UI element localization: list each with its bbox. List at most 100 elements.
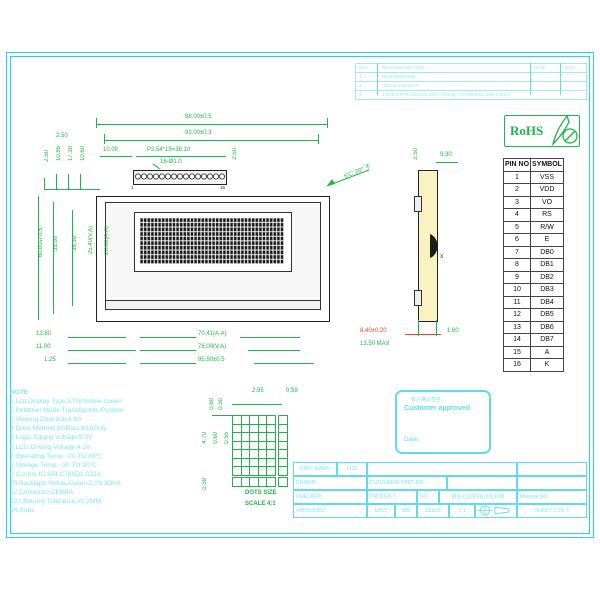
title-product-label: PRODUCT — [367, 490, 417, 504]
dim-line — [436, 162, 458, 163]
pin-no: 6 — [503, 233, 531, 247]
pin-no: 15 — [503, 345, 531, 359]
revision-row: 3 1.PCB 2.FPC 3.BACKLIGHT Change A:STN/V… — [355, 90, 587, 100]
revision-sep-3 — [560, 63, 561, 95]
checked-label-text: CHECKED: — [296, 494, 323, 500]
dim-left-2-50: 2.50 — [44, 150, 50, 162]
dim-dots-h-small: 0.50 — [218, 398, 224, 410]
dots-row — [278, 457, 288, 467]
title-topright-blank — [517, 462, 587, 476]
note-item: 12.Connector:ZEBRA — [10, 489, 74, 497]
dots-detail-side-column — [278, 415, 288, 476]
pin-symbol: DB0 — [530, 245, 564, 259]
title-checked[interactable]: CHECKED: — [293, 490, 367, 504]
view-direction-arrow-icon — [326, 169, 370, 187]
pin-symbol: R/W — [530, 220, 564, 234]
title-approved[interactable]: APPROVED: — [293, 504, 367, 518]
pin-no: 16 — [503, 358, 531, 372]
side-connector-bulge — [430, 234, 438, 258]
dot-cell — [232, 449, 242, 459]
pin-holes-group — [135, 173, 225, 180]
pin-symbol: K — [530, 358, 564, 372]
pin-symbol: DB2 — [530, 270, 564, 284]
dots-row — [232, 423, 276, 433]
title-part-name-label: PART NAME — [293, 462, 337, 476]
title-customer-part-value[interactable] — [447, 476, 517, 490]
revision-header-row: REV REVISION RECORD DATE SIGN — [355, 63, 587, 72]
note-item: 1.Lcd Display Type:STN/Yellow-Green — [10, 398, 122, 406]
dim-line — [248, 350, 300, 351]
pin-symbol: RS — [530, 208, 564, 222]
pin-no: 4 — [503, 208, 531, 222]
dim-offset-left: 10.00 — [103, 147, 119, 153]
dim-bottom-overall: 95.50±0.5 — [198, 357, 225, 363]
dots-row — [278, 477, 288, 487]
dot-cell — [278, 477, 288, 487]
pin-symbol: DB6 — [530, 320, 564, 334]
title-material-no: Material NO. — [517, 490, 587, 504]
pin-symbol: DB7 — [530, 333, 564, 347]
product-value-text: RY-C2004LYILYW — [451, 493, 505, 501]
dot-cell — [257, 415, 267, 425]
revision-record: NEW RELEASE — [382, 74, 415, 79]
dim-bottom-aa: 70.41(A.A) — [198, 331, 227, 337]
dot-cell — [257, 477, 267, 487]
revision-sep-1 — [377, 63, 378, 95]
pin-no: 14 — [503, 333, 531, 347]
customer-approval-date: Date: — [404, 436, 420, 443]
dot-cell — [249, 449, 259, 459]
ext-line — [418, 320, 419, 336]
note-item: 2.Polarzier Mode:Transflective,Positive — [10, 407, 124, 415]
dot-cell — [278, 457, 288, 467]
revision-rev: 1 — [359, 74, 362, 79]
dot-cell — [232, 415, 242, 425]
dim-side-width: 9.30 — [440, 152, 452, 158]
approved-label-text: APPROVED: — [296, 508, 327, 514]
pin-symbol: DB5 — [530, 308, 564, 322]
ext-line-vertical — [38, 196, 39, 320]
dots-row — [232, 415, 276, 425]
dim-line — [212, 415, 232, 416]
dim-line — [232, 404, 282, 405]
dots-row — [278, 440, 288, 450]
scale-label-text: SCALE — [424, 508, 442, 514]
title-drawn[interactable]: DRAWN: — [293, 476, 367, 490]
dot-cell — [240, 440, 250, 450]
dot-cell — [232, 466, 242, 476]
pin-symbol: DB4 — [530, 295, 564, 309]
unit-value-text: MM — [401, 508, 411, 514]
revision-col-rev: REV — [359, 65, 369, 70]
pin-table-header: PIN NO SYMBOL — [503, 158, 564, 172]
dim-holes: 16-Ø1.0 — [160, 159, 182, 165]
ext-line — [68, 174, 69, 190]
dots-scale: SCALE 4:1 — [245, 501, 276, 507]
dot-cell — [266, 415, 276, 425]
note-item: 3.Viewing Direction:6:00 — [10, 416, 81, 424]
drawn-label-text: DRAWN: — [296, 480, 317, 486]
dim-line-pitch — [136, 156, 226, 157]
title-scale-label: SCALE — [417, 504, 449, 518]
note-item: 4.Drive Method:1/5Bias,1/16Duty — [10, 425, 107, 433]
dot-cell — [266, 477, 276, 487]
pin-symbol: A — [530, 345, 564, 359]
customer-approval-box[interactable]: 客户确认签名 Customer approved Date: — [395, 390, 491, 454]
revision-row: 1 NEW RELEASE — [355, 72, 587, 81]
title-right-blank-1 — [517, 476, 587, 490]
dot-cell — [257, 423, 267, 433]
scale-value-text: 1:1 — [458, 508, 466, 514]
ext-line-vertical — [72, 210, 73, 306]
dim-line — [68, 363, 126, 364]
dot-cell — [249, 440, 259, 450]
pin-no: 5 — [503, 220, 531, 234]
ext-line-vertical — [53, 202, 54, 314]
dots-row — [232, 440, 276, 450]
dot-cell — [266, 449, 276, 459]
dim-height-aa: 20.00(A.A) — [104, 226, 110, 255]
